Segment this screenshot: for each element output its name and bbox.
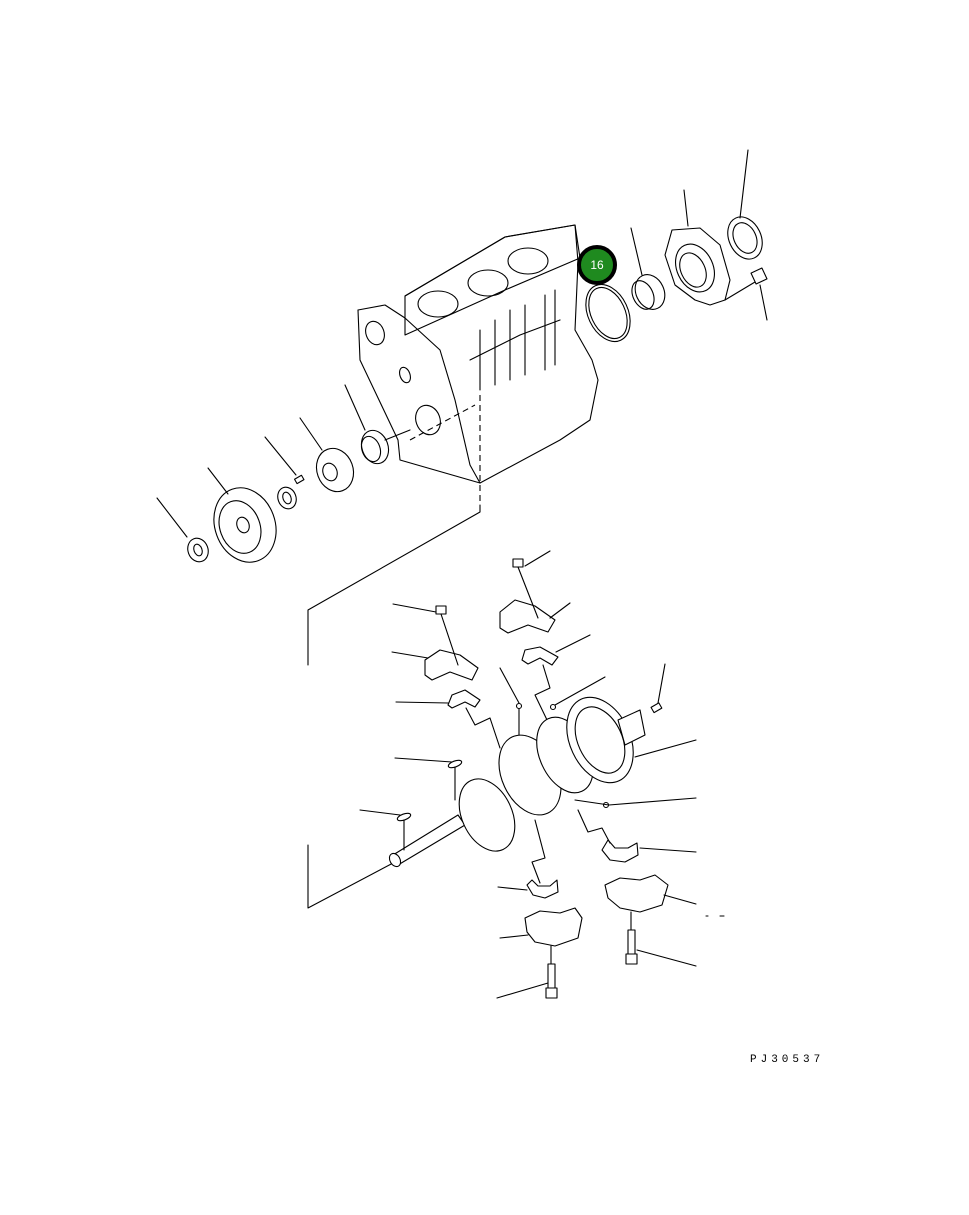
- bearing-shell[interactable]: [395, 689, 501, 749]
- main-bearing-cap[interactable]: [499, 599, 571, 634]
- key-pin[interactable]: [264, 436, 305, 485]
- woodruff-key[interactable]: [394, 757, 463, 801]
- crank-gear[interactable]: [299, 417, 359, 497]
- oil-seal[interactable]: [628, 227, 671, 314]
- rear-seal-housing[interactable]: [664, 189, 731, 306]
- cap-bolt[interactable]: [392, 603, 459, 666]
- callout-badge-16[interactable]: 16: [577, 245, 617, 285]
- crankshaft[interactable]: [387, 687, 697, 869]
- bearing-shell[interactable]: [577, 809, 697, 863]
- main-bearing-cap[interactable]: [604, 874, 725, 917]
- pulley[interactable]: [204, 467, 286, 571]
- housing-bolt[interactable]: [724, 267, 768, 321]
- cylinder-block[interactable]: [357, 224, 599, 505]
- group-bracket: [307, 844, 396, 909]
- cap-bolt[interactable]: [512, 550, 551, 619]
- reference-code: PJ30537: [750, 1054, 825, 1066]
- dowel-pin[interactable]: [499, 667, 523, 746]
- main-bearing-cap[interactable]: [499, 907, 583, 947]
- pulley-nut[interactable]: [156, 497, 212, 565]
- main-bearing-cap[interactable]: [391, 649, 479, 681]
- group-bracket: [307, 504, 481, 666]
- callout-label: 16: [590, 258, 604, 272]
- thrust-washer[interactable]: [574, 797, 697, 809]
- cap-bolt[interactable]: [496, 945, 558, 999]
- ring-gear[interactable]: [721, 149, 769, 265]
- front-bushing[interactable]: [344, 384, 411, 467]
- dowel-pin[interactable]: [650, 663, 666, 714]
- collar[interactable]: [275, 485, 299, 512]
- woodruff-key[interactable]: [359, 809, 412, 851]
- bearing-shell[interactable]: [497, 819, 559, 899]
- o-ring[interactable]: [577, 277, 639, 348]
- bearing-shell[interactable]: [521, 634, 591, 723]
- cap-bolt[interactable]: [625, 911, 697, 967]
- dowel-pin[interactable]: [549, 676, 606, 711]
